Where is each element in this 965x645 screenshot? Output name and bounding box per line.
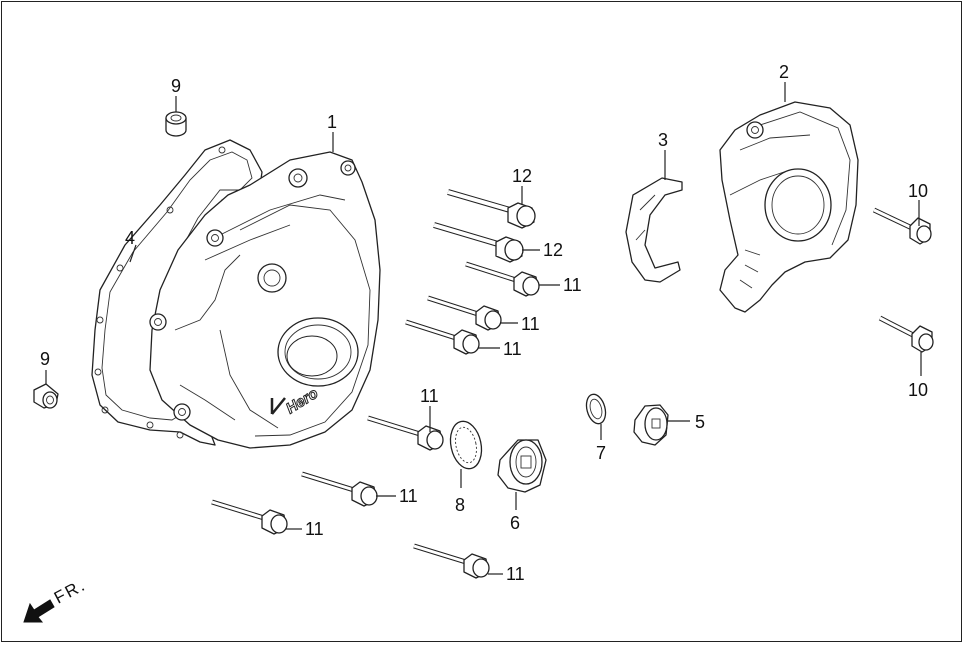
callout-labels: 1 2 3 4 5 6 7 8 9 9 10 10 11 11 11 11 11… (40, 62, 928, 584)
dowel-pin-top (165, 111, 187, 137)
callout-11-g: 11 (506, 564, 525, 584)
front-direction-indicator: FR. (23, 575, 89, 623)
bolt-11-a (465, 261, 540, 297)
o-ring-7 (585, 393, 607, 425)
o-ring-8 (449, 420, 483, 470)
callout-11-c: 11 (503, 339, 522, 359)
bolt-11-f (211, 499, 288, 535)
callout-10-upper: 10 (908, 181, 928, 201)
bolt-11-e (301, 471, 378, 507)
bolt-10-lower (878, 315, 934, 353)
crankcase-cover: Hero (149, 151, 381, 449)
bolt-11-c (405, 319, 480, 355)
direction-label: FR. (51, 575, 89, 607)
leader-lines (45, 82, 922, 575)
small-cap-5 (633, 404, 669, 446)
bolt-11-g (413, 543, 490, 579)
bolt-12-lower (433, 222, 524, 263)
callout-12-upper: 12 (512, 166, 532, 186)
callout-4: 4 (125, 228, 135, 248)
callout-9-top: 9 (171, 76, 181, 96)
callout-9-left: 9 (40, 349, 50, 369)
callout-5: 5 (695, 412, 705, 432)
callout-1: 1 (327, 112, 337, 132)
callout-2: 2 (779, 62, 789, 82)
callout-11-b: 11 (521, 314, 540, 334)
callout-8: 8 (455, 495, 465, 515)
callout-6: 6 (510, 513, 520, 533)
callout-11-f: 11 (305, 519, 324, 539)
sprocket-cover (719, 101, 859, 313)
plug-cap-6 (497, 439, 547, 493)
callout-11-a: 11 (563, 275, 582, 295)
bolt-10-upper (872, 207, 932, 245)
callout-12-lower: 12 (543, 240, 563, 260)
bolt-11-d (367, 415, 444, 451)
callout-10-lower: 10 (908, 380, 928, 400)
guide-plate (625, 177, 683, 283)
callout-11-d: 11 (420, 386, 439, 406)
callout-7: 7 (596, 443, 606, 463)
bolt-11-b (427, 295, 502, 331)
dowel-pin-left (33, 383, 59, 409)
callout-11-e: 11 (399, 486, 418, 506)
bolt-12-upper (447, 189, 536, 229)
front-arrow-icon (23, 599, 55, 623)
callout-3: 3 (658, 130, 668, 150)
